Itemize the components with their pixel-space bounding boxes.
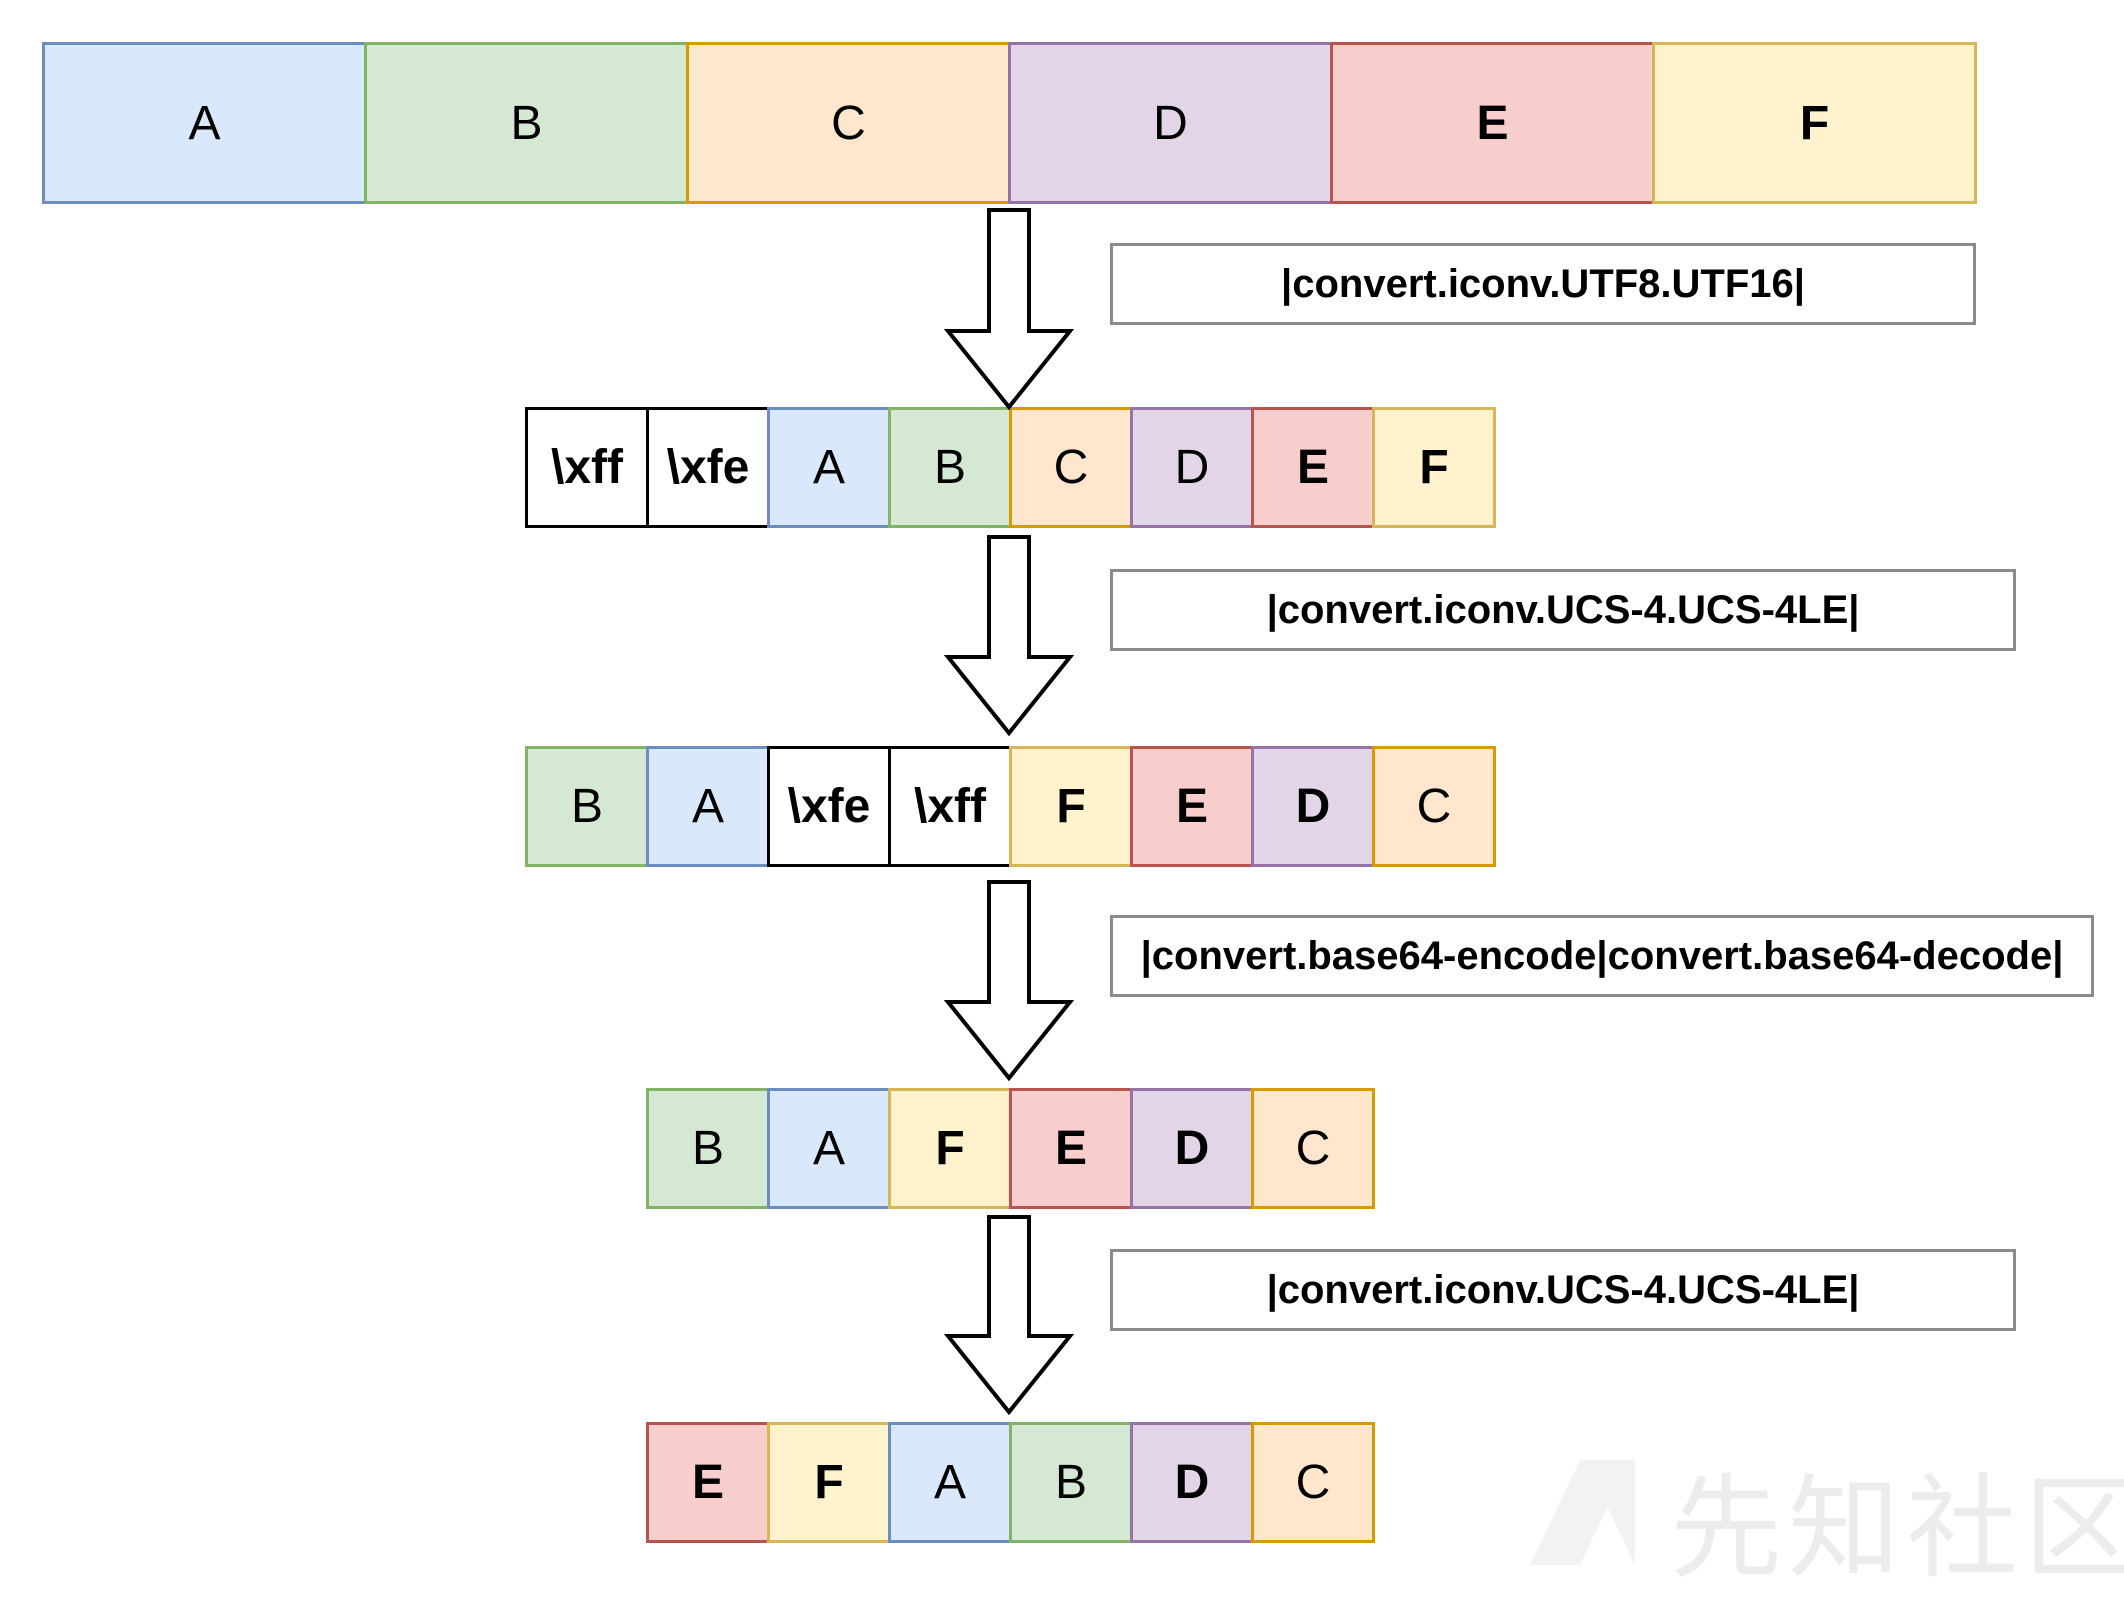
byte-cell: \xff — [525, 407, 649, 528]
byte-cell: C — [1251, 1088, 1375, 1209]
byte-cell: B — [1009, 1422, 1133, 1543]
byte-cell: F — [1009, 746, 1133, 867]
byte-cell: B — [888, 407, 1012, 528]
byte-cell: E — [1009, 1088, 1133, 1209]
byte-cell: A — [888, 1422, 1012, 1543]
byte-cell: D — [1130, 1422, 1254, 1543]
byte-cell: B — [525, 746, 649, 867]
byte-cell: F — [1652, 42, 1977, 204]
byte-cell: \xff — [888, 746, 1012, 867]
byte-cell: E — [1130, 746, 1254, 867]
byte-cell: F — [888, 1088, 1012, 1209]
byte-cell: E — [1251, 407, 1375, 528]
byte-cell: D — [1008, 42, 1333, 204]
byte-cell: A — [42, 42, 367, 204]
byte-cell: B — [364, 42, 689, 204]
watermark-logo-icon — [1530, 1460, 1635, 1565]
byte-cell: \xfe — [767, 746, 891, 867]
byte-cell: C — [1251, 1422, 1375, 1543]
down-arrow-icon — [943, 880, 1075, 1082]
byte-cell: C — [1009, 407, 1133, 528]
filter-label: |convert.iconv.UCS-4.UCS-4LE| — [1110, 1249, 2016, 1331]
byte-cell: A — [767, 407, 891, 528]
byte-cell: E — [1330, 42, 1655, 204]
byte-cell: E — [646, 1422, 770, 1543]
byte-cell: A — [767, 1088, 891, 1209]
down-arrow-icon — [943, 208, 1075, 411]
byte-cell: A — [646, 746, 770, 867]
down-arrow-icon — [943, 535, 1075, 737]
filter-label: |convert.base64-encode|convert.base64-de… — [1110, 915, 2094, 997]
byte-cell: D — [1130, 407, 1254, 528]
byte-cell: D — [1130, 1088, 1254, 1209]
watermark-text: 先知社区 — [1670, 1464, 2124, 1594]
byte-cell: \xfe — [646, 407, 770, 528]
byte-cell: B — [646, 1088, 770, 1209]
byte-cell: D — [1251, 746, 1375, 867]
byte-cell: C — [686, 42, 1011, 204]
filter-label: |convert.iconv.UCS-4.UCS-4LE| — [1110, 569, 2016, 651]
filter-label: |convert.iconv.UTF8.UTF16| — [1110, 243, 1976, 325]
byte-cell: C — [1372, 746, 1496, 867]
down-arrow-icon — [943, 1215, 1075, 1416]
byte-cell: F — [1372, 407, 1496, 528]
byte-cell: F — [767, 1422, 891, 1543]
